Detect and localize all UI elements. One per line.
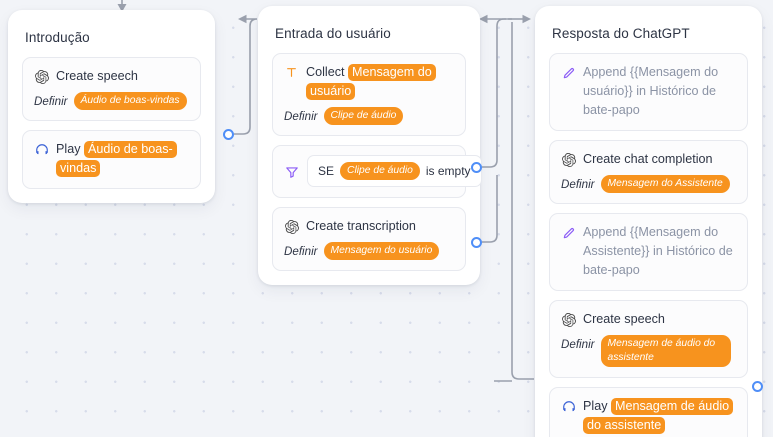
variable-token[interactable]: Mensagem do usuário xyxy=(323,242,440,260)
filter-icon xyxy=(284,165,299,180)
group-card-resposta-do-chatgpt[interactable]: Resposta do ChatGPT Append {{Mensagem do… xyxy=(535,6,762,437)
edge-transcription-to-response xyxy=(482,175,498,243)
definir-label: Definir xyxy=(561,338,595,351)
variable-token[interactable]: Áudio de boas-vindas xyxy=(73,92,187,110)
variable-token[interactable]: Clipe de áudio xyxy=(323,107,404,125)
step-label: Collect xyxy=(306,65,345,79)
step-card-create-chat-completion[interactable]: Create chat completion Definir Mensagem … xyxy=(549,140,748,204)
group-card-introducao[interactable]: Introdução Create speech Definir Áudio d… xyxy=(8,10,215,203)
group-card-entrada-do-usuario[interactable]: Entrada do usuário Collect Mensagem do u… xyxy=(258,6,482,285)
edge-intro-to-input-arrowhead xyxy=(238,14,247,24)
condition-expression[interactable]: SE Clipe de áudio is empty xyxy=(307,155,482,187)
step-card-create-speech-response[interactable]: Create speech Definir Mensagem de áudio … xyxy=(549,300,748,378)
step-label-with-highlight: Play Áudio de boas-vindas xyxy=(56,140,189,178)
connector-port-intro-out[interactable] xyxy=(223,129,234,140)
connector-port-transcription-out[interactable] xyxy=(471,237,482,248)
step-card-collect[interactable]: Collect Mensagem do usuário Definir Clip… xyxy=(272,53,466,136)
step-label-with-highlight: Collect Mensagem do usuário xyxy=(306,63,454,101)
edge-condition-to-response xyxy=(482,18,512,168)
definir-label: Definir xyxy=(284,245,318,258)
step-label: Append {{Mensagem do usuário}} in Histór… xyxy=(583,65,719,117)
pencil-icon xyxy=(561,225,576,240)
step-label: Create chat completion xyxy=(583,152,713,166)
step-label: Create speech xyxy=(583,312,665,326)
connector-port-condition-out[interactable] xyxy=(471,162,482,173)
text-t-icon xyxy=(284,65,299,80)
definir-label: Definir xyxy=(34,95,68,108)
group-title-introducao: Introdução xyxy=(25,30,90,45)
step-card-play-intro[interactable]: Play Áudio de boas-vindas xyxy=(22,130,201,189)
step-card-append-assistant-message[interactable]: Append {{Mensagem do Assistente}} in His… xyxy=(549,213,748,291)
step-card-create-speech-intro[interactable]: Create speech Definir Áudio de boas-vind… xyxy=(22,57,201,121)
condition-prefix: SE xyxy=(318,164,335,178)
step-card-play-response[interactable]: Play Mensagem de áudio do assistente xyxy=(549,387,748,437)
edge-trunk-down xyxy=(511,21,534,380)
step-label: Append {{Mensagem do Assistente}} in His… xyxy=(583,225,733,277)
openai-icon xyxy=(284,219,299,234)
headphones-icon xyxy=(34,142,49,157)
variable-token[interactable]: Mensagem do Assistente xyxy=(600,175,730,193)
edge-intro-to-input xyxy=(234,18,258,135)
condition-suffix: is empty xyxy=(425,164,471,178)
step-label: Create speech xyxy=(56,69,138,83)
edge-branch-left-arrowhead xyxy=(479,14,488,24)
step-label-with-highlight: Play Mensagem de áudio do assistente xyxy=(583,397,736,435)
step-card-append-user-message[interactable]: Append {{Mensagem do usuário}} in Histór… xyxy=(549,53,748,131)
connector-port-response-out[interactable] xyxy=(752,381,763,392)
openai-icon xyxy=(34,69,49,84)
headphones-icon xyxy=(561,399,576,414)
step-card-condition[interactable]: SE Clipe de áudio is empty xyxy=(272,145,482,198)
step-label: Play xyxy=(56,142,81,156)
openai-icon xyxy=(561,312,576,327)
group-title-entrada-do-usuario: Entrada do usuário xyxy=(275,26,391,41)
step-label: Create transcription xyxy=(306,219,416,233)
group-title-resposta-do-chatgpt: Resposta do ChatGPT xyxy=(552,26,690,41)
definir-label: Definir xyxy=(561,178,595,191)
variable-token[interactable]: Mensagem de áudio do assistente xyxy=(600,335,731,367)
openai-icon xyxy=(561,152,576,167)
edge-branch-right-arrowhead xyxy=(522,14,531,24)
definir-label: Definir xyxy=(284,110,318,123)
step-card-create-transcription[interactable]: Create transcription Definir Mensagem do… xyxy=(272,207,466,271)
variable-token[interactable]: Clipe de áudio xyxy=(340,162,420,180)
step-label: Play xyxy=(583,399,608,413)
pencil-icon xyxy=(561,65,576,80)
